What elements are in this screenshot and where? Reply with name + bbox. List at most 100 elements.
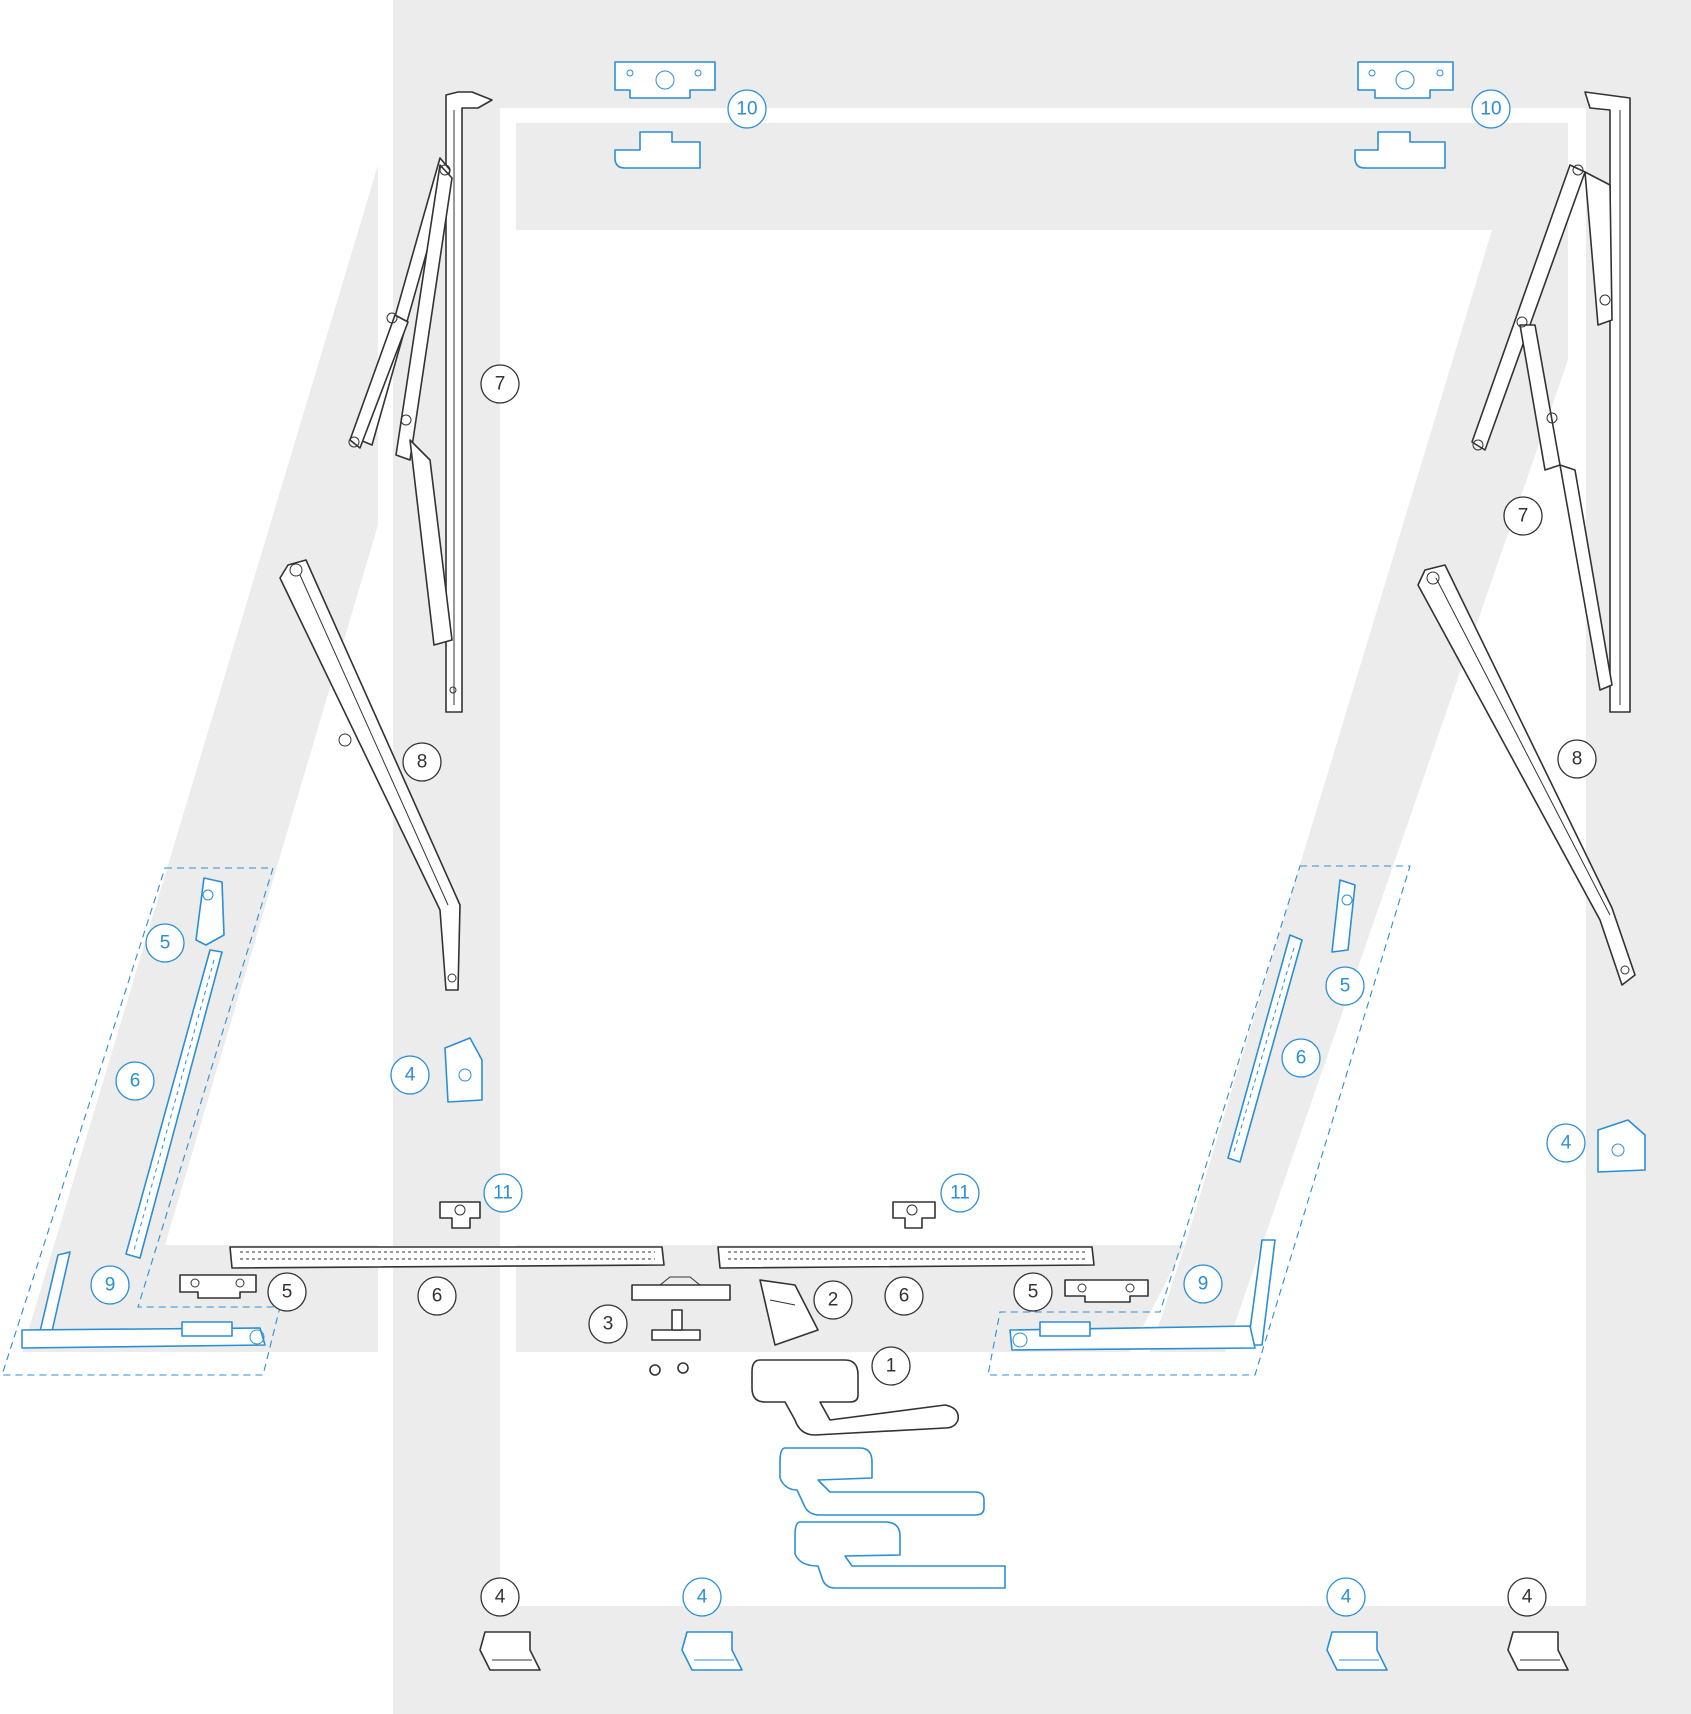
callout-circle [871,1346,911,1386]
callout-circle [1507,1577,1547,1617]
callout-label: 8 [417,752,428,773]
callout-label: 5 [282,1282,293,1303]
hinge-block-top-right [1354,61,1454,169]
callout-label: 5 [1028,1282,1039,1303]
callout-c4b: 4 [1546,1123,1586,1163]
keep-bottom-row-1 [479,1631,541,1671]
handle-variant-two [794,1521,1006,1589]
callout-c9a: 9 [90,1265,130,1305]
corner-drive-left [21,1251,266,1349]
callout-label: 1 [886,1356,897,1377]
keep-bottom-row-3 [1326,1631,1388,1671]
hinge-block-top-left [614,61,716,169]
callout-circle [90,1265,130,1305]
callout-circle [390,1055,430,1095]
parts [21,61,1646,1671]
callout-circle [813,1280,853,1320]
friction-stay-right [1471,91,1631,713]
locking-bar-left [125,949,223,1259]
callout-c8b: 8 [1557,739,1597,779]
callout-c3: 3 [588,1304,628,1344]
callout-label: 5 [160,933,171,954]
callout-c5d: 5 [1013,1272,1053,1312]
callout-c1: 1 [871,1346,911,1386]
keep-bottom-right [892,1201,936,1229]
keep-right-vertical [1331,879,1356,953]
callout-c2: 2 [813,1280,853,1320]
sash-right-band [1150,230,1568,1352]
callout-c7a: 7 [480,364,520,404]
handle-variant-one [779,1447,985,1516]
frame-top-band [516,123,1568,230]
callout-c6c: 6 [417,1276,457,1316]
handle-bracket [759,1279,819,1346]
callout-c10a: 10 [727,89,767,129]
callout-label: 6 [130,1071,141,1092]
handle-main [751,1359,960,1436]
callout-c8a: 8 [402,742,442,782]
locking-bar-right [1227,934,1303,1163]
callout-circle [1325,966,1365,1006]
callout-circle [115,1061,155,1101]
callout-c4f: 4 [1507,1577,1547,1617]
callout-label: 11 [950,1183,970,1204]
callout-circle [1557,739,1597,779]
callout-label: 6 [432,1286,443,1307]
restrictor-arm-right [1417,564,1636,986]
callout-label: 9 [1198,1274,1209,1295]
callout-c5a: 5 [145,923,185,963]
callout-c10b: 10 [1471,89,1511,129]
gearbox-spindle-assembly [631,1276,731,1376]
callout-c5c: 5 [267,1272,307,1312]
callout-c4d: 4 [682,1577,722,1617]
corner-drive-right [1009,1239,1276,1351]
callout-label: 7 [1518,506,1529,527]
callout-label: 9 [105,1275,116,1296]
callout-c11a: 11 [483,1173,523,1213]
keep-hinge-left [444,1037,483,1103]
callout-label: 5 [1340,976,1351,997]
callout-label: 8 [1572,749,1583,770]
callout-c6d: 6 [884,1276,924,1316]
callout-label: 4 [1561,1133,1572,1154]
callout-label: 11 [493,1183,513,1204]
callout-c5b: 5 [1325,966,1365,1006]
callout-circle [1546,1123,1586,1163]
callout-circle [417,1276,457,1316]
callout-c4e: 4 [1326,1577,1366,1617]
keep-right-horizontal [1064,1279,1149,1303]
callout-label: 4 [1341,1587,1352,1608]
callout-circle [884,1276,924,1316]
keep-left-vertical [195,877,225,946]
keep-left-horizontal [179,1274,257,1299]
friction-stay-left [348,91,493,713]
callout-label: 4 [495,1587,506,1608]
callout-circle [727,89,767,129]
callout-circle [588,1304,628,1344]
locking-bar-bottom-left [229,1246,665,1269]
callout-circle [480,364,520,404]
callout-label: 4 [405,1065,416,1086]
keep-hinge-right [1597,1119,1646,1173]
callout-c11b: 11 [940,1173,980,1213]
callout-c4c: 4 [480,1577,520,1617]
callout-c6b: 6 [1281,1038,1321,1078]
callout-circle [682,1577,722,1617]
callout-circle [1326,1577,1366,1617]
callout-label: 4 [697,1587,708,1608]
callout-circle [402,742,442,782]
callout-label: 3 [603,1314,614,1335]
callout-label: 4 [1522,1587,1533,1608]
callout-circle [1013,1272,1053,1312]
callout-label: 6 [899,1286,910,1307]
dashed-outline-right [987,865,1411,1376]
keep-bottom-left [439,1201,481,1229]
callout-c9b: 9 [1183,1264,1223,1304]
callout-label: 10 [736,99,757,120]
callout-c4a: 4 [390,1055,430,1095]
locking-bar-bottom-right [717,1246,1095,1269]
keep-bottom-row-4 [1507,1631,1569,1671]
callout-label: 10 [1480,99,1501,120]
callout-label: 2 [828,1290,839,1311]
callout-circle [1281,1038,1321,1078]
